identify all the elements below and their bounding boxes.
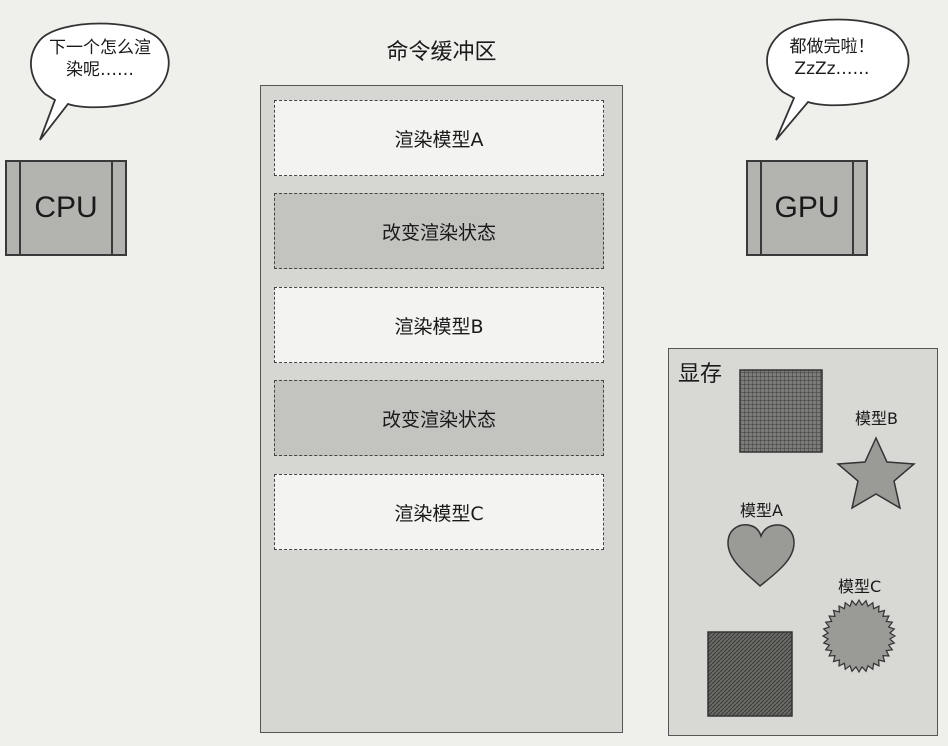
- command-draw-model-b: 渲染模型B: [274, 287, 604, 363]
- gpu-chip-edge-right: [852, 162, 854, 254]
- cpu-label: CPU: [34, 191, 98, 224]
- gpu-chip-edge-left: [760, 162, 762, 254]
- gpu-thought-text: 都做完啦！ ZzZz……: [789, 37, 875, 79]
- gpu-thought-bubble: [766, 18, 910, 141]
- cpu-thought-bubble: [30, 22, 170, 141]
- vram-title: 显存: [678, 362, 723, 387]
- command-label: 改变渲染状态: [381, 221, 496, 244]
- command-draw-model-a: 渲染模型A: [274, 100, 604, 176]
- command-change-state: 改变渲染状态: [274, 380, 604, 456]
- gpu-chip: GPU: [746, 160, 868, 256]
- cpu-chip: CPU: [5, 160, 127, 256]
- command-label: 渲染模型A: [394, 128, 484, 151]
- model-b-label: 模型B: [855, 409, 898, 428]
- command-draw-model-c: 渲染模型C: [274, 474, 604, 550]
- seal-shape: [821, 598, 897, 674]
- model-a-label: 模型A: [740, 501, 783, 520]
- gpu-label: GPU: [774, 191, 840, 224]
- grid-texture: [739, 369, 823, 453]
- command-label: 渲染模型B: [394, 315, 484, 338]
- cpu-thought-text: 下一个怎么渲 染呢……: [49, 38, 151, 80]
- model-c-label: 模型C: [838, 577, 882, 596]
- command-buffer-title: 命令缓冲区: [386, 40, 497, 65]
- cpu-chip-edge-right: [111, 162, 113, 254]
- star-shape: [836, 436, 916, 510]
- hatched-texture: [707, 631, 793, 717]
- command-label: 渲染模型C: [394, 502, 484, 525]
- vram-contents: [707, 369, 916, 717]
- command-label: 改变渲染状态: [381, 408, 496, 431]
- command-change-state: 改变渲染状态: [274, 193, 604, 269]
- cpu-chip-edge-left: [19, 162, 21, 254]
- heart-shape: [727, 524, 795, 587]
